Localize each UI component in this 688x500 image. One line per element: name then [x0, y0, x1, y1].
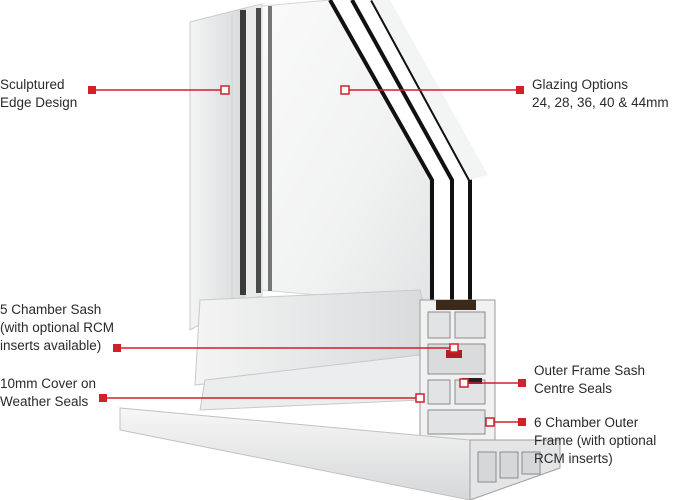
callout-line: inserts available): [0, 338, 102, 353]
callout-sculptured-edge: Sculptured Edge Design: [0, 76, 77, 112]
glass-panes: [240, 0, 488, 306]
callout-line: Centre Seals: [534, 381, 613, 396]
callout-leaders: [88, 85, 526, 427]
callout-line: RCM inserts): [534, 451, 613, 466]
callout-line: Glazing Options: [532, 77, 629, 92]
sash-profile: [194, 289, 496, 441]
callout-line: Outer Frame Sash: [534, 363, 646, 378]
callout-line: Weather Seals: [0, 394, 89, 409]
callout-chamber-sash: 5 Chamber Sash (with optional RCM insert…: [0, 301, 114, 355]
callout-line: Sculptured: [0, 77, 65, 92]
callout-chamber-outer-frame: 6 Chamber Outer Frame (with optional RCM…: [534, 414, 656, 468]
callout-line: 6 Chamber Outer: [534, 415, 639, 430]
window-cill: [119, 407, 561, 500]
callout-line: (with optional RCM: [0, 320, 115, 335]
callout-line: 5 Chamber Sash: [0, 302, 102, 317]
callout-line: 24, 28, 36, 40 & 44mm: [532, 95, 669, 110]
callout-glazing-options: Glazing Options 24, 28, 36, 40 & 44mm: [532, 76, 669, 112]
callout-cover-weather-seals: 10mm Cover on Weather Seals: [0, 375, 96, 411]
callout-line: 10mm Cover on: [0, 376, 97, 391]
callout-centre-seals: Outer Frame Sash Centre Seals: [534, 362, 645, 398]
callout-line: Edge Design: [0, 95, 78, 110]
callout-line: Frame (with optional: [534, 433, 657, 448]
outer-frame: [189, 3, 263, 331]
